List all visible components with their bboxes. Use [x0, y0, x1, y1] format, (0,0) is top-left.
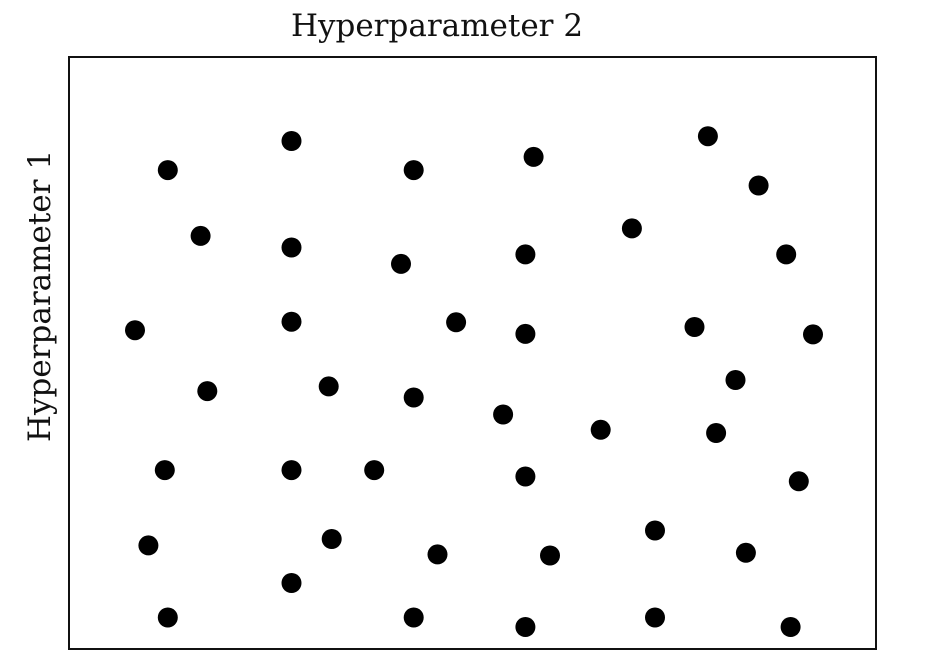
scatter-point: [403, 387, 424, 408]
scatter-points: [125, 126, 823, 637]
scatter-point: [281, 131, 302, 151]
scatter-point: [780, 617, 801, 637]
scatter-point: [403, 160, 424, 181]
scatter-point: [515, 617, 536, 637]
scatter-point: [446, 312, 467, 333]
y-axis-title: Hyperparameter 1: [22, 150, 58, 442]
scatter-point: [621, 218, 642, 239]
scatter-point: [697, 126, 718, 147]
scatter-point: [190, 225, 211, 246]
plot-area-frame: [68, 56, 877, 650]
scatter-point: [197, 381, 218, 402]
scatter-point: [321, 529, 342, 549]
scatter-point: [281, 237, 302, 258]
scatter-point: [403, 607, 424, 628]
scatter-point: [645, 607, 665, 628]
scatter-point: [684, 317, 705, 337]
scatter-point: [540, 545, 560, 566]
scatter-point: [748, 175, 769, 196]
scatter-point: [523, 146, 544, 167]
scatter-point: [281, 573, 302, 593]
scatter-point: [735, 542, 756, 563]
x-axis-title: Hyperparameter 2: [291, 8, 583, 44]
scatter-point: [364, 460, 385, 481]
scatter-point: [427, 544, 448, 565]
scatter-point: [281, 460, 302, 481]
scatter-point: [391, 253, 411, 274]
scatter-point: [157, 160, 178, 181]
scatter-point: [706, 423, 727, 443]
scatter-point: [590, 419, 611, 440]
scatter-point: [776, 244, 797, 265]
scatter-point: [138, 535, 159, 556]
scatter-point: [157, 607, 178, 628]
scatter-point: [318, 376, 339, 397]
scatter-point: [493, 404, 514, 425]
scatter-point: [515, 466, 536, 487]
scatter-point: [515, 323, 536, 344]
scatter-point: [515, 244, 536, 265]
scatter-point: [725, 370, 746, 390]
scatter-point: [788, 471, 809, 492]
scatter-point: [803, 324, 823, 345]
scatter-point: [154, 460, 175, 481]
scatter-point: [645, 520, 665, 541]
scatter-point: [281, 311, 302, 332]
scatter-point: [125, 320, 145, 341]
